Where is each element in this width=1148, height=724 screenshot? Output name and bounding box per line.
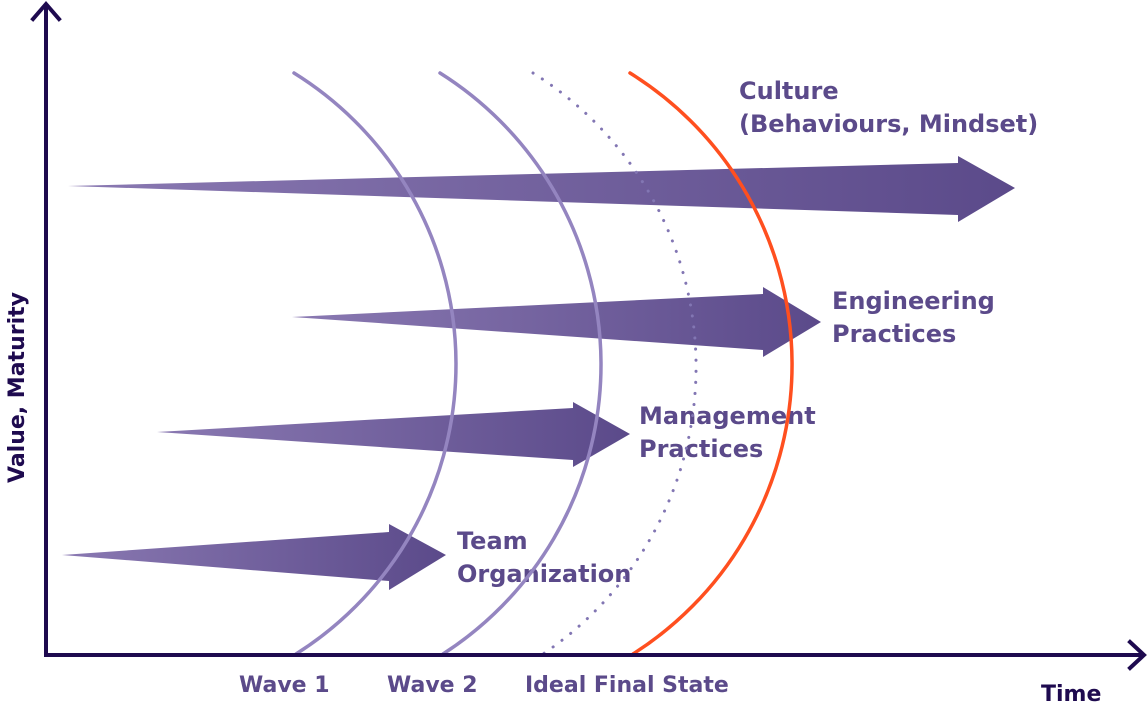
wave-1-arc	[292, 71, 458, 656]
wave-2-label: Wave 2	[387, 673, 478, 698]
ideal-final-state-label: Ideal Final State	[525, 673, 729, 698]
wave-2-arc	[438, 71, 603, 656]
x-axis-label: Time	[1041, 682, 1101, 707]
culture-arrow	[68, 156, 1015, 222]
culture-label: Culture (Behaviours, Mindset)	[739, 77, 1038, 138]
team-organization-arrow	[62, 524, 446, 590]
stream-labels: Culture (Behaviours, Mindset) Engineerin…	[457, 77, 1038, 588]
axes	[30, 0, 1147, 671]
x-axis-arrowhead	[1127, 639, 1147, 671]
ideal-final-state-arc	[531, 71, 698, 656]
final-state-arc	[628, 71, 794, 656]
y-axis-label: Value, Maturity	[5, 292, 30, 483]
engineering-practices-arrow	[292, 287, 821, 357]
team-organization-label: Team Organization	[457, 527, 631, 588]
y-axis-arrowhead	[30, 0, 62, 22]
stream-arrows	[62, 156, 1015, 590]
engineering-practices-label: Engineering Practices	[832, 287, 1003, 348]
management-practices-label: Management Practices	[639, 402, 824, 463]
management-practices-arrow	[157, 402, 630, 467]
wave-1-label: Wave 1	[239, 673, 330, 698]
wave-arcs	[292, 71, 794, 656]
wave-labels: Wave 1 Wave 2 Ideal Final State	[239, 673, 729, 698]
